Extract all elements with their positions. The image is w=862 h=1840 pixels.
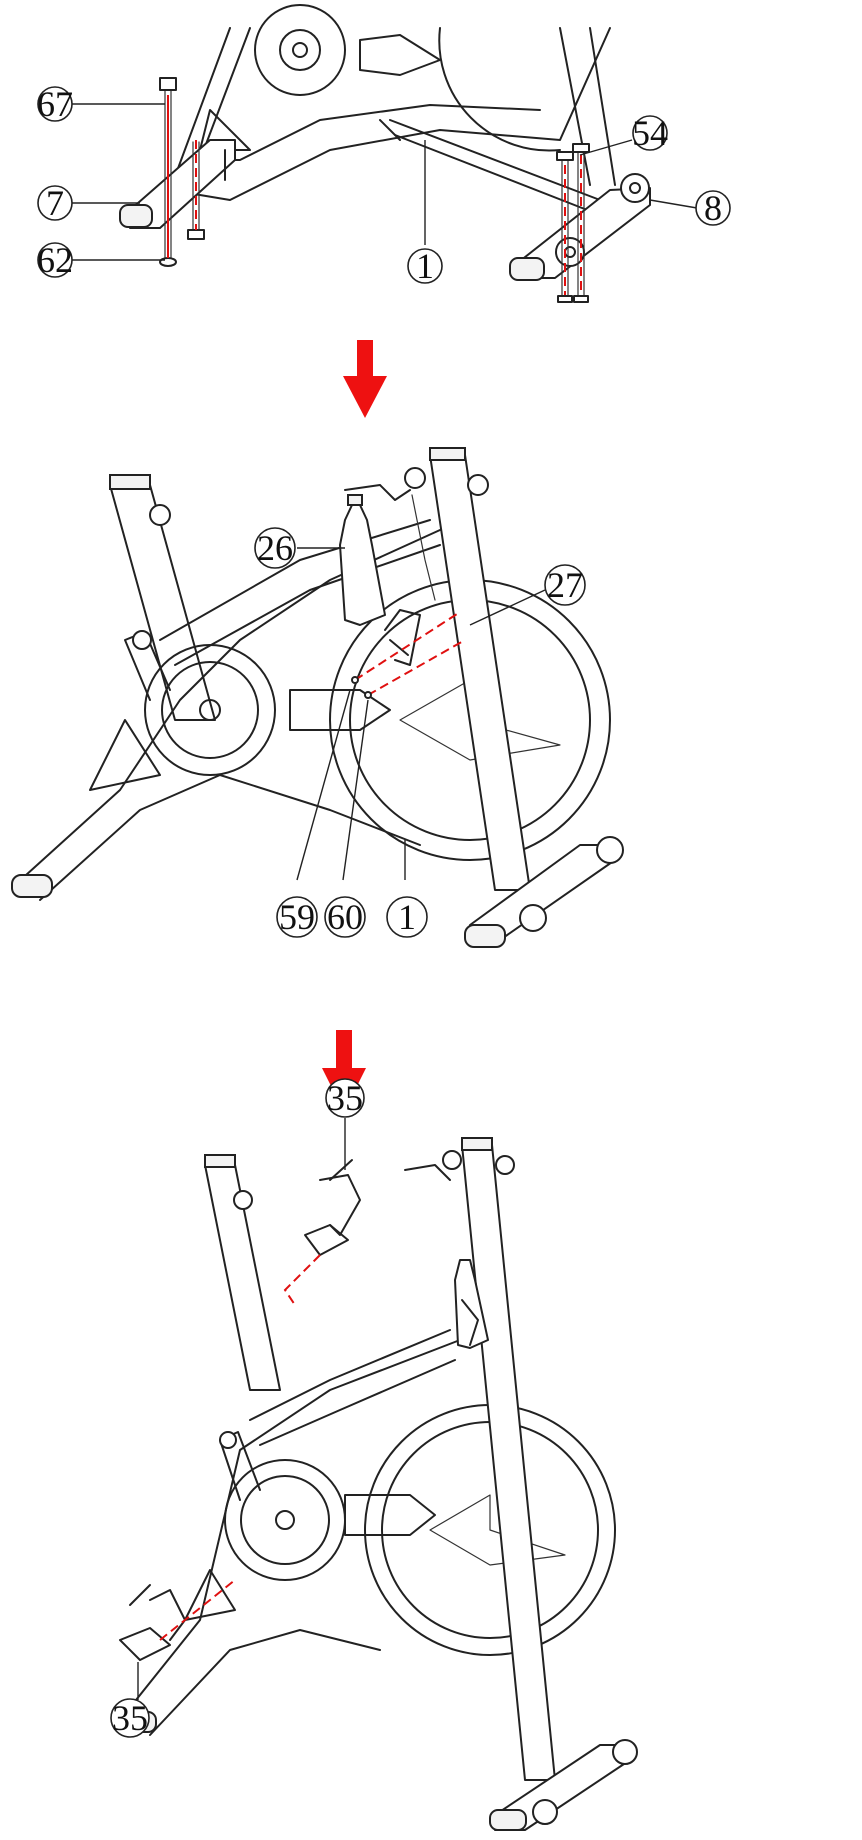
callout-59: 59 — [276, 896, 318, 938]
callout-54: 54 — [632, 113, 668, 153]
callout-35-lower: 35 — [110, 1698, 150, 1738]
callout-1-middle: 1 — [386, 896, 428, 938]
callout-26: 26 — [254, 527, 296, 569]
callout-8-label: 8 — [704, 188, 722, 228]
callout-62: 62 — [37, 240, 73, 280]
callout-67-label: 67 — [37, 84, 73, 124]
callout-8: 8 — [695, 188, 731, 228]
step-3-pedals: 35 35 — [110, 1078, 638, 1831]
callout-54-label: 54 — [632, 113, 668, 153]
callout-35-lower-label: 35 — [112, 1698, 148, 1738]
callout-60-label: 60 — [327, 897, 363, 937]
callout-1-top: 1 — [407, 246, 443, 286]
callout-59-label: 59 — [279, 897, 315, 937]
callout-7: 7 — [37, 183, 73, 223]
callout-60: 60 — [324, 896, 366, 938]
callout-35-upper: 35 — [325, 1078, 365, 1118]
callout-27-label: 27 — [547, 565, 583, 605]
callout-1-middle-label: 1 — [398, 897, 416, 937]
callout-26-label: 26 — [257, 528, 293, 568]
step-1-stabilizers: 67 7 62 1 54 8 — [37, 4, 731, 303]
callout-1-top-label: 1 — [416, 246, 434, 286]
down-arrow-1 — [343, 340, 387, 418]
step-2-bottle-holder: 26 27 59 60 1 — [11, 447, 624, 948]
callout-7-label: 7 — [46, 183, 64, 223]
callout-27: 27 — [544, 564, 586, 606]
callout-35-upper-label: 35 — [327, 1078, 363, 1118]
callout-62-label: 62 — [37, 240, 73, 280]
callout-67: 67 — [37, 84, 73, 124]
